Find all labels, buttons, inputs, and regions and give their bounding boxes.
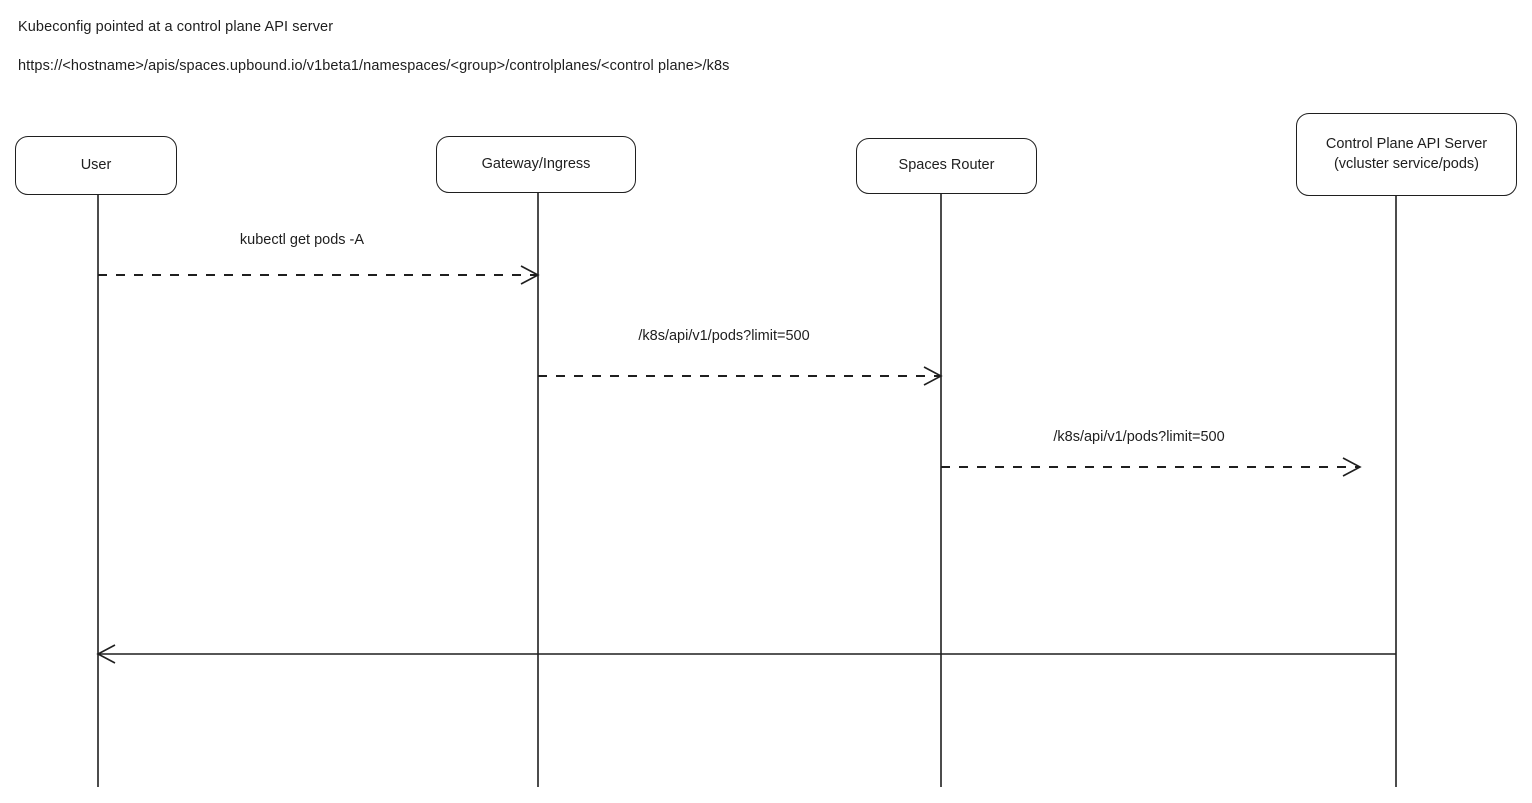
participant-label-line: Gateway/Ingress: [481, 155, 591, 172]
participant-label: User: [81, 156, 112, 176]
participant-label-line: Spaces Router: [898, 157, 995, 174]
kubeconfig-url: https://<hostname>/apis/spaces.upbound.i…: [18, 58, 730, 74]
participant-router[interactable]: Spaces Router: [856, 138, 1037, 194]
page-title: Kubeconfig pointed at a control plane AP…: [18, 19, 334, 35]
message-arrowhead: [923, 366, 943, 386]
message-arrowhead: [1342, 457, 1362, 477]
participant-label-line: (vcluster service/pods): [1333, 155, 1480, 172]
message-msg-kubectl-get-pods[interactable]: [98, 265, 540, 285]
participant-apiserver[interactable]: Control Plane API Server (vcluster servic…: [1296, 113, 1517, 196]
participant-user[interactable]: User: [15, 136, 177, 195]
message-arrowhead: [96, 644, 116, 664]
message-arrowhead: [520, 265, 540, 285]
messages-group: [96, 265, 1396, 664]
participant-label-line: Control Plane API Server: [1325, 135, 1488, 152]
participant-gateway[interactable]: Gateway/Ingress: [436, 136, 636, 193]
message-label-msg-gateway-to-router: /k8s/api/v1/pods?limit=500: [638, 328, 810, 344]
participant-label-line: User: [80, 156, 112, 173]
participant-label: Gateway/Ingress: [482, 155, 591, 175]
participant-label: Control Plane API Server (vcluster servic…: [1326, 135, 1487, 174]
message-msg-response-to-user[interactable]: [96, 644, 1396, 664]
lifelines-group: [97, 193, 1397, 787]
message-label-msg-kubectl-get-pods: kubectl get pods -A: [239, 232, 365, 248]
message-msg-gateway-to-router[interactable]: [538, 366, 943, 386]
message-msg-router-to-apiserver[interactable]: [941, 457, 1362, 477]
message-label-msg-router-to-apiserver: /k8s/api/v1/pods?limit=500: [1053, 429, 1225, 445]
participant-label: Spaces Router: [899, 156, 995, 176]
